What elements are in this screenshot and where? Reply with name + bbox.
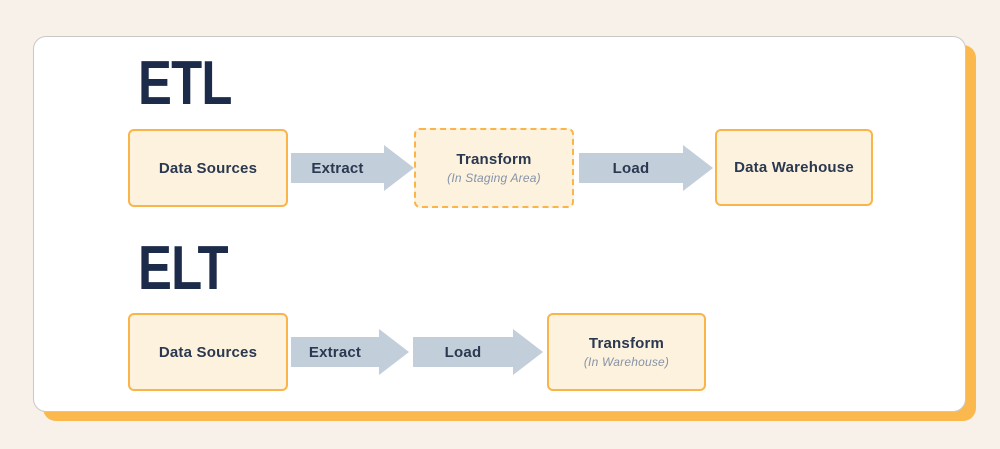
- arrow-right-head-icon: [513, 329, 543, 375]
- etl-data-sources-label: Data Sources: [158, 159, 258, 177]
- etl-load-arrow-body: Load: [579, 153, 683, 183]
- etl-extract-label: Extract: [311, 159, 364, 177]
- etl-section-title: ETL: [138, 49, 232, 118]
- elt-load-arrow: Load: [413, 329, 543, 375]
- elt-transform-label: Transform: [588, 335, 665, 352]
- etl-load-label: Load: [612, 159, 650, 177]
- elt-section-title: ELT: [138, 234, 229, 303]
- elt-load-arrow-body: Load: [413, 337, 513, 367]
- etl-transform-label: Transform: [456, 151, 532, 168]
- elt-load-label: Load: [444, 343, 482, 361]
- elt-extract-arrow: Extract: [291, 329, 409, 375]
- etl-data-sources-node: Data Sources: [128, 129, 288, 207]
- elt-data-sources-node: Data Sources: [128, 313, 288, 391]
- etl-transform-node: Transform (In Staging Area): [414, 128, 574, 208]
- elt-transform-node: Transform (In Warehouse): [547, 313, 706, 391]
- elt-data-sources-label: Data Sources: [158, 343, 258, 361]
- etl-load-arrow: Load: [579, 145, 713, 191]
- arrow-right-head-icon: [384, 145, 414, 191]
- elt-transform-note: (In Warehouse): [583, 355, 670, 369]
- diagram-card: ETL Data Sources Extract Transform (In S…: [33, 36, 966, 412]
- etl-transform-note: (In Staging Area): [447, 171, 541, 185]
- etl-data-warehouse-node: Data Warehouse: [715, 129, 873, 206]
- elt-extract-label: Extract: [308, 343, 362, 361]
- arrow-right-head-icon: [379, 329, 409, 375]
- etl-data-warehouse-label: Data Warehouse: [734, 159, 854, 176]
- elt-extract-arrow-body: Extract: [291, 337, 379, 367]
- etl-extract-arrow-body: Extract: [291, 153, 384, 183]
- arrow-right-head-icon: [683, 145, 713, 191]
- etl-extract-arrow: Extract: [291, 145, 414, 191]
